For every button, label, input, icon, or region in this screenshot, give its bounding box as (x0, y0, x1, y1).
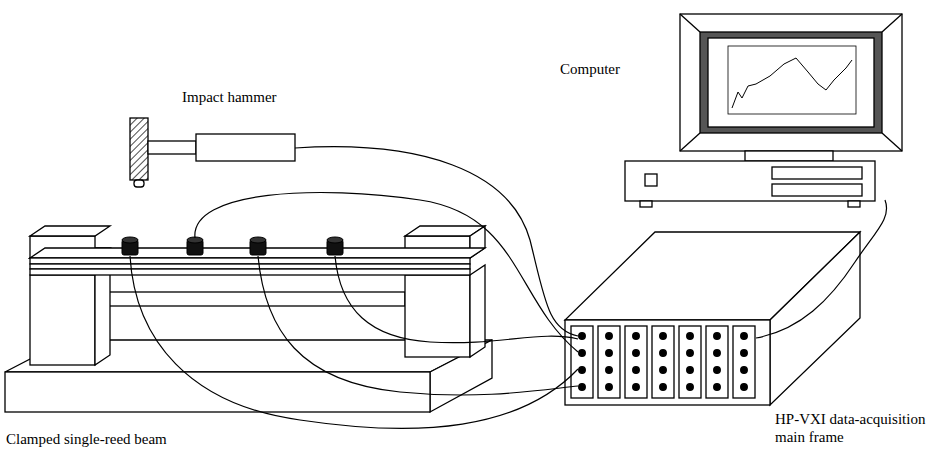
left-clamp-post (30, 226, 110, 365)
connector-jack (687, 384, 694, 391)
accelerometer (327, 237, 343, 255)
computer-cable (756, 200, 887, 338)
connector-jack (579, 384, 586, 391)
connector-jack (714, 350, 721, 357)
bezel-edge (680, 14, 700, 32)
hammer-neck (148, 141, 196, 154)
post-side (470, 265, 485, 357)
part-label: Clamped single-reed beam (6, 430, 167, 448)
channel-module (571, 326, 593, 398)
beam-layer (30, 258, 470, 264)
system-unit (625, 161, 875, 201)
beam-layer (30, 264, 470, 269)
power-button (645, 174, 657, 186)
connector-jack (579, 367, 586, 374)
hammer-tip (134, 180, 144, 187)
sensor-cable (258, 256, 578, 395)
plot-frame (728, 46, 856, 114)
connector-jack (633, 367, 640, 374)
clamp-top (30, 226, 110, 236)
monitor-case (680, 14, 902, 151)
channel-module (598, 326, 620, 398)
connector-jack (687, 350, 694, 357)
beam-layer (30, 269, 470, 275)
daq-side (770, 232, 860, 405)
accelerometer (122, 237, 138, 255)
connector-jack (714, 367, 721, 374)
channel-module (733, 326, 755, 398)
monitor-stand (745, 151, 833, 161)
connector-jack (579, 350, 586, 357)
base-front (5, 372, 430, 412)
channel-module (652, 326, 674, 398)
part-label: Impact hammer (182, 88, 277, 106)
connector-jack (660, 333, 667, 340)
connector-jack (714, 333, 721, 340)
computer (625, 14, 902, 207)
connector-jack (606, 384, 613, 391)
signal-cables (130, 147, 887, 429)
connector-jack (660, 384, 667, 391)
post-side (95, 265, 110, 365)
connector-jack (741, 384, 748, 391)
connector-jack (606, 350, 613, 357)
sensor-cable (335, 256, 578, 343)
foot (848, 201, 860, 207)
right-clamp-post (405, 226, 485, 357)
connector-jack (741, 333, 748, 340)
rear-rail (95, 292, 405, 306)
connector-jack (687, 333, 694, 340)
channel-module (679, 326, 701, 398)
channel-module (706, 326, 728, 398)
accelerometer (187, 237, 203, 255)
bezel-edge (882, 133, 902, 151)
hammer-head (130, 118, 148, 180)
accelerometers (122, 237, 343, 255)
hammer-handle (196, 134, 295, 161)
connector-jack (660, 350, 667, 357)
part-label: HP-VXI data-acquisition main frame (775, 410, 927, 446)
sensor-cable (195, 192, 578, 352)
daq-main-frame (565, 232, 860, 405)
connector-jack (606, 333, 613, 340)
hammer-cable (295, 147, 578, 336)
drive-slot (772, 184, 862, 196)
bezel-edge (882, 14, 902, 32)
screen (708, 38, 874, 127)
sensor-cable (130, 256, 578, 428)
frf-curve (732, 58, 852, 108)
connector-jack (633, 333, 640, 340)
connector-jack (633, 350, 640, 357)
post-body (30, 275, 95, 365)
foot (640, 201, 652, 207)
connector-jack (606, 367, 613, 374)
connector-jack (687, 367, 694, 374)
channel-module (625, 326, 647, 398)
rail-bar (95, 292, 405, 306)
monitor-bezel (700, 32, 882, 133)
bezel-edge (680, 133, 700, 151)
accelerometer (250, 237, 266, 255)
drive-slot (772, 167, 862, 179)
daq-front (565, 320, 770, 405)
connector-jack (714, 384, 721, 391)
connector-jack (741, 350, 748, 357)
impact-hammer (130, 118, 295, 187)
post-body (405, 275, 470, 357)
connector-jack (660, 367, 667, 374)
connector-jack (633, 384, 640, 391)
part-label: Computer (560, 60, 620, 78)
connector-jack (741, 367, 748, 374)
connector-jack (579, 333, 586, 340)
